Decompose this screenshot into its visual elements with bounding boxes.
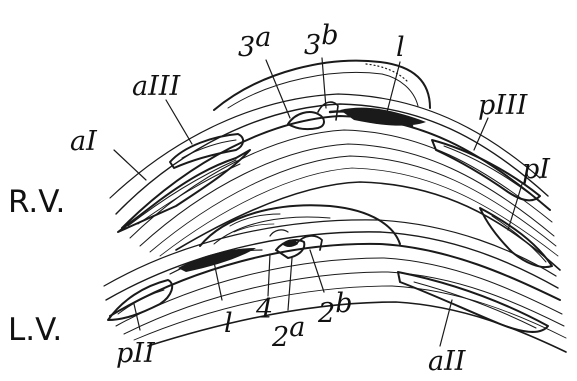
label-4: 4 <box>255 294 273 325</box>
label-p-three: pIII <box>478 90 529 121</box>
label-ligament-lower: l <box>224 308 233 339</box>
label-a-two: aII <box>428 346 467 376</box>
label-p-two: pII <box>116 338 156 369</box>
label-2a: 2a <box>271 312 305 353</box>
label-ligament-upper: l <box>396 32 405 63</box>
left-valve-label: L.V. <box>8 312 62 348</box>
left-valve-drawing: L.V. pII l 4 2a 2b aII <box>8 205 566 376</box>
label-2b: 2b <box>317 288 352 329</box>
right-valve-drawing: R.V. aI aIII 3a 3b l pIII pI <box>8 20 560 270</box>
label-p-one: pI <box>522 154 551 185</box>
label-a-three: aIII <box>132 71 181 102</box>
label-a-one: aI <box>70 126 98 157</box>
label-3b: 3b <box>304 20 338 61</box>
right-valve-label: R.V. <box>8 184 65 220</box>
label-3a: 3a <box>238 22 271 63</box>
